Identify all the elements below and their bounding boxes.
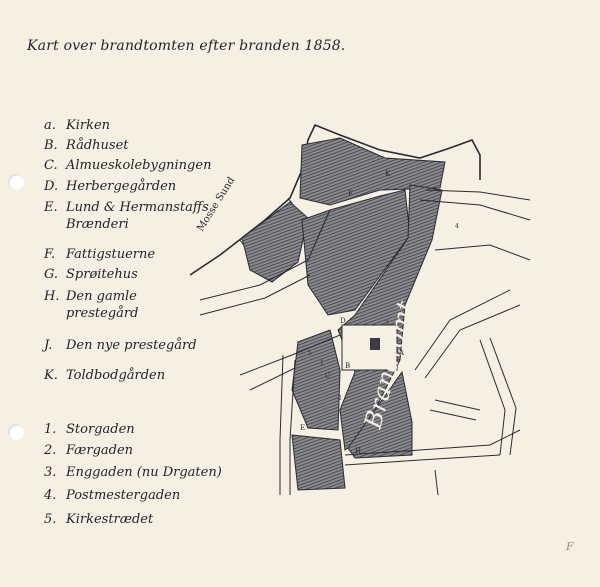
marker-k: K [385,170,391,178]
map-title: Kart over brandtomten efter branden 1858… [27,38,346,54]
legend-key: H. [44,289,60,304]
marker-c: C [325,372,330,380]
legend-label: Enggaden (nu Drgaten) [66,465,222,480]
legend-item-h: H. Den gamle prestegård [44,288,138,322]
legend-key: 3. [44,465,57,480]
legend-label: Rådhuset [66,138,129,153]
legend-item-j: J. Den nye prestegård [44,337,197,354]
legend-label: Almueskolebygningen [66,158,212,173]
legend-street-3: 3. Enggaden (nu Drgaten) [44,464,222,481]
legend-label: Den nye prestegård [66,338,197,353]
legend-key: G. [44,267,59,282]
marker-a: A [398,349,405,357]
marker-e: E [300,424,305,432]
legend-item-g: G. Sprøitehus [44,266,138,283]
legend-street-1: 1. Storgaden [44,421,135,438]
street-number-5: 5 [308,350,312,357]
punch-hole-bottom [8,424,24,440]
legend-key: 2. [44,443,57,458]
legend-street-4: 4. Postmestergaden [44,487,180,504]
street-number-3: 3 [385,320,389,327]
legend-label-continued: Brænderi [66,217,129,232]
marker-h: H [355,447,361,455]
street-lines [199,189,531,496]
legend-key: J. [44,338,53,353]
legend-label: Sprøitehus [66,267,138,282]
legend-label: Den gamle [66,289,137,304]
burned-block-southeast [347,370,413,459]
burned-block-north [299,137,446,206]
legend-item-e: E. Lund & Hermanstaffs Brænderi [44,199,209,233]
legend-key: B. [44,138,58,153]
legend-item-d: D. Herbergegården [44,178,176,195]
legend-key: F. [44,247,56,262]
legend-item-k: K. Toldbodgården [44,367,165,384]
marker-f: F [348,190,353,198]
legend-label-continued: prestegård [66,306,139,321]
legend-key: 1. [44,422,57,437]
legend-label: Færgaden [66,443,134,458]
legend-street-5: 5. Kirkestrædet [44,511,153,528]
archive-stamp: F [566,540,574,553]
legend-key: a. [44,118,56,133]
legend-key: K. [44,368,58,383]
burned-block-sw [291,329,341,431]
legend-street-2: 2. Færgaden [44,442,133,459]
church-plot [341,324,398,371]
fire-area-map: Mosse Sund Brandtomt. K F D A B C E H 1 … [189,123,531,496]
legend-key: D. [44,179,59,194]
legend-label: Herbergegården [66,179,177,194]
legend-key: 4. [44,488,57,503]
church-building [370,338,380,350]
legend-label: Kirkestrædet [66,512,154,527]
legend-label: Kirken [66,118,111,133]
legend-key: E. [44,200,58,215]
street-number-4: 4 [455,223,459,230]
legend-item-a: a. Kirken [44,117,110,134]
legend-label: Storgaden [66,422,135,437]
punch-hole-top [8,174,24,190]
legend-label: Toldbodgården [66,368,166,383]
marker-d: D [340,317,346,325]
legend-item-b: B. Rådhuset [44,137,129,154]
legend-key: C. [44,158,58,173]
legend-label: Fattigstuerne [66,247,156,262]
legend-label: Lund & Hermanstaffs [66,200,209,215]
legend-label: Postmestergaden [66,488,181,503]
legend-key: 5. [44,512,57,527]
burned-block-west [241,201,309,283]
legend-item-c: C. Almueskolebygningen [44,157,211,174]
water-label: Mosse Sund [195,175,237,234]
legend-item-f: F. Fattigstuerne [44,246,155,263]
burned-block-south [291,434,346,491]
marker-b: B [345,362,350,370]
burned-block-main [337,184,443,451]
street-number-1: 1 [320,360,324,367]
street-number-2: 2 [338,395,342,402]
